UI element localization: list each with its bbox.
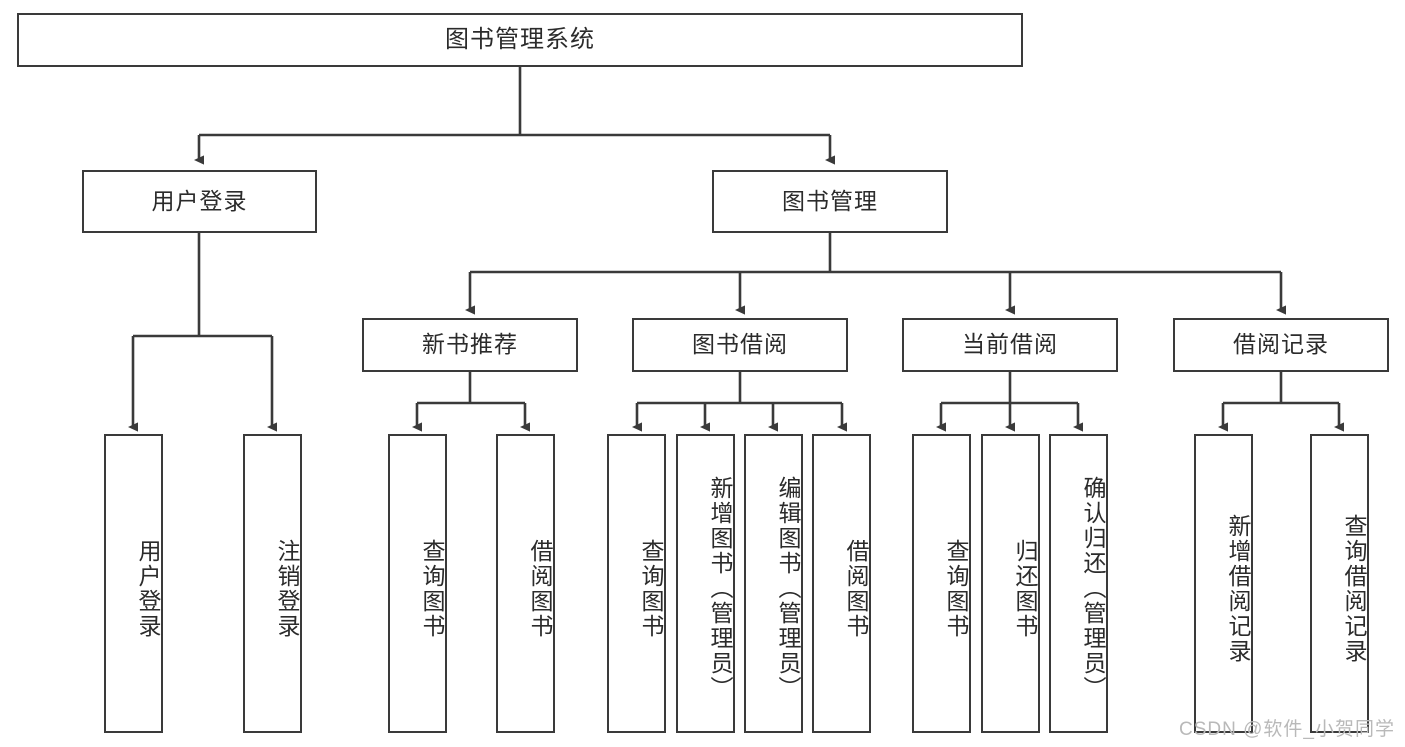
node-book-borrow[interactable]: 图书借阅: [632, 318, 848, 372]
leaf-return-book[interactable]: 归还图书: [981, 434, 1040, 733]
leaf-borrow-book-2[interactable]: 借阅图书: [812, 434, 871, 733]
node-label: 查询图书: [419, 538, 445, 639]
leaf-user-login[interactable]: 用户登录: [104, 434, 163, 733]
node-label: 查询图书: [943, 538, 969, 639]
node-label: 用户登录: [151, 187, 248, 214]
node-current-borrow[interactable]: 当前借阅: [902, 318, 1118, 372]
leaf-query-book-3[interactable]: 查询图书: [912, 434, 971, 733]
node-label: 借阅图书: [527, 538, 553, 639]
node-label: 归还图书: [1012, 538, 1038, 639]
node-label: 编辑图书（管理员）: [775, 476, 801, 701]
node-book-manage[interactable]: 图书管理: [712, 170, 948, 233]
node-label: 图书借阅: [692, 331, 788, 358]
node-label: 借阅记录: [1233, 331, 1329, 358]
node-label: 借阅图书: [843, 538, 869, 639]
leaf-edit-book[interactable]: 编辑图书（管理员）: [744, 434, 803, 733]
node-label: 确认归还（管理员）: [1080, 476, 1106, 701]
leaf-logout[interactable]: 注销登录: [243, 434, 302, 733]
node-label: 当前借阅: [962, 331, 1058, 358]
node-label: 查询图书: [638, 538, 664, 639]
node-user-login[interactable]: 用户登录: [82, 170, 317, 233]
node-label: 用户登录: [135, 538, 161, 639]
node-label: 新增图书（管理员）: [707, 476, 733, 701]
node-new-book-recommend[interactable]: 新书推荐: [362, 318, 578, 372]
leaf-borrow-book-1[interactable]: 借阅图书: [496, 434, 555, 733]
node-label: 新书推荐: [422, 331, 518, 358]
node-label: 图书管理系统: [445, 25, 595, 53]
node-label: 注销登录: [274, 538, 300, 639]
leaf-confirm-return[interactable]: 确认归还（管理员）: [1049, 434, 1108, 733]
node-borrow-record[interactable]: 借阅记录: [1173, 318, 1389, 372]
leaf-add-record[interactable]: 新增借阅记录: [1194, 434, 1253, 733]
leaf-query-record[interactable]: 查询借阅记录: [1310, 434, 1369, 733]
node-root-system[interactable]: 图书管理系统: [17, 13, 1023, 67]
node-label: 图书管理: [782, 187, 878, 214]
node-label: 查询借阅记录: [1341, 513, 1367, 664]
watermark-text: CSDN @软件_小贺同学: [1179, 719, 1395, 740]
leaf-add-book[interactable]: 新增图书（管理员）: [676, 434, 735, 733]
node-label: 新增借阅记录: [1225, 513, 1251, 664]
leaf-query-book-1[interactable]: 查询图书: [388, 434, 447, 733]
leaf-query-book-2[interactable]: 查询图书: [607, 434, 666, 733]
